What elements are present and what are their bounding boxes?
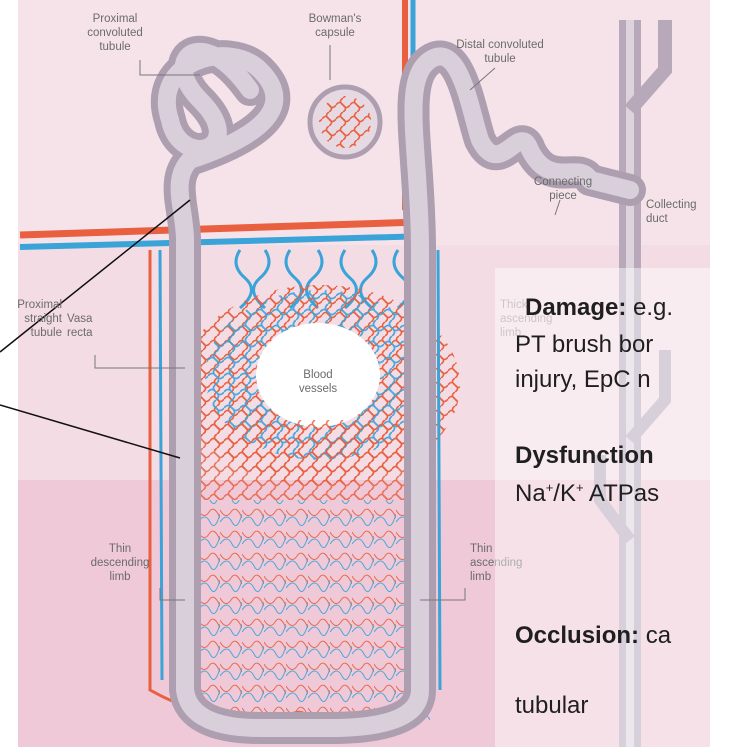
label-proximal-straight-3: tubule (31, 327, 62, 339)
dysfunction-label: Dysfunction (515, 442, 654, 469)
label-proximal-convoluted-2: convoluted (87, 27, 143, 39)
label-proximal-convoluted-1: Proximal (93, 13, 138, 25)
label-thin-descending-2: descending (91, 557, 150, 569)
occlusion-line-1: Occlusion: ca (515, 620, 671, 652)
label-distal-convoluted-2: tubule (484, 53, 515, 65)
ion-plus-2: + (576, 480, 584, 495)
label-vasa-recta-2: recta (67, 327, 93, 339)
ion-na: Na (515, 480, 546, 507)
ion-rest: ATPas (584, 480, 660, 507)
damage-line-3: injury, EpC n (515, 364, 651, 396)
label-thin-descending-3: limb (109, 571, 130, 583)
occlusion-label: Occlusion: (515, 622, 639, 649)
label-bowmans-1: Bowman's (309, 13, 362, 25)
label-vasa-recta-1: Vasa (67, 313, 93, 325)
label-thin-ascending-3: limb (470, 571, 491, 583)
label-connecting-1: Connecting (534, 176, 592, 188)
label-blood-vessels-1: Blood (303, 369, 332, 381)
glomerulus (319, 96, 371, 148)
damage-line-2: PT brush bor (515, 329, 653, 361)
occlusion-text: ca (639, 622, 671, 649)
label-distal-convoluted-1: Distal convoluted (456, 39, 544, 51)
label-blood-vessels-2: vessels (299, 383, 338, 395)
label-collecting-2: duct (646, 213, 669, 225)
dysfunction-line: Dysfunction (515, 440, 654, 472)
label-bowmans-2: capsule (315, 27, 355, 39)
label-proximal-convoluted-3: tubule (99, 41, 130, 53)
ion-slash-k: /K (553, 480, 576, 507)
label-proximal-straight-2: straight (24, 313, 63, 325)
label-connecting-2: piece (549, 190, 577, 202)
label-proximal-straight-1: Proximal (17, 299, 62, 311)
label-collecting-1: Collecting (646, 199, 697, 211)
damage-line-1: Damage: e.g. (525, 292, 673, 324)
occlusion-line-2: tubular (515, 690, 588, 722)
label-thin-ascending-1: Thin (470, 543, 492, 555)
damage-label: Damage: (525, 294, 626, 321)
medullary-mesh (180, 500, 430, 720)
capillary-band (190, 420, 420, 500)
label-thin-descending-1: Thin (109, 543, 131, 555)
ion-pump-line: Na+/K+ ATPas (515, 478, 659, 510)
damage-text-1: e.g. (626, 294, 673, 321)
